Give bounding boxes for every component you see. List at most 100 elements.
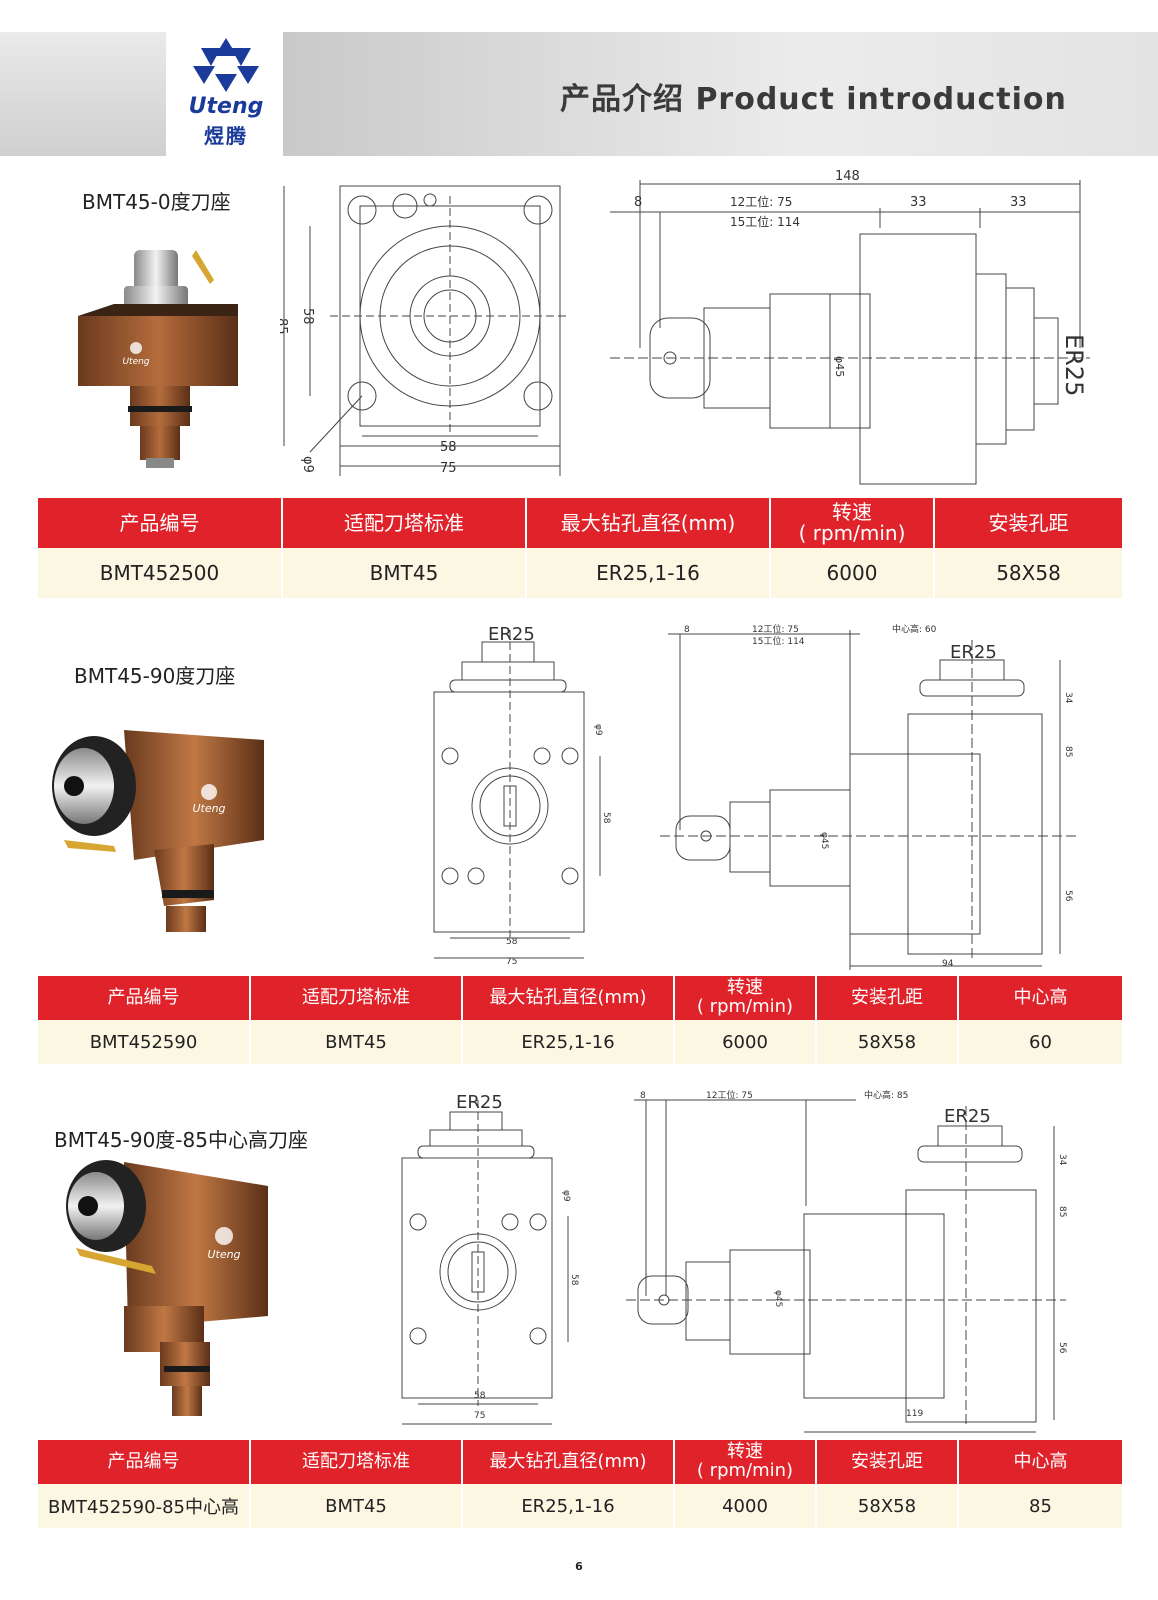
- product-3-side-drawing: 8 12工位: 75 中心高: 85 ER25 34 85 56 φ45 119: [626, 1089, 1067, 1433]
- product-3-front-drawing: ER25 φ9 58 58 75: [401, 1092, 579, 1425]
- p1-front-dim-85: 85: [280, 318, 289, 335]
- p3-header-drill: 最大钻孔直径(mm): [462, 1440, 675, 1484]
- p3-cell-center: 85: [958, 1484, 1122, 1528]
- p1-cell-holes: 58X58: [934, 548, 1122, 598]
- p2-header-drill: 最大钻孔直径(mm): [462, 976, 675, 1020]
- p3-front-dim-75: 75: [474, 1411, 485, 1421]
- p2-cell-code: BMT452590: [38, 1020, 251, 1064]
- product-2-spec-table: 产品编号 适配刀塔标准 最大钻孔直径(mm) 转速 ( rpm/min) 安装孔…: [38, 976, 1122, 1064]
- p3-header-holes: 安装孔距: [816, 1440, 959, 1484]
- p1-side-collet-er25: ER25: [1060, 334, 1088, 396]
- p2-side-collet-er25: ER25: [950, 642, 997, 663]
- p3-side-dim-pos12: 12工位: 75: [706, 1089, 753, 1101]
- product-1-spec-table: 产品编号 适配刀塔标准 最大钻孔直径(mm) 转速 ( rpm/min) 安装孔…: [38, 498, 1122, 598]
- product-2-front-drawing: ER25 φ9 58 58 75: [433, 624, 611, 967]
- product-2-photo: Uteng: [52, 730, 264, 932]
- p1-side-dim-33a: 33: [910, 195, 927, 210]
- p2-side-dim-94: 94: [942, 959, 954, 969]
- p2-header-center: 中心高: [958, 976, 1122, 1020]
- p2-cell-center: 60: [958, 1020, 1122, 1064]
- p3-side-dim-phi45: φ45: [773, 1290, 783, 1307]
- page-title: 产品介绍 Product introduction: [560, 82, 1067, 117]
- p2-header-code: 产品编号: [38, 976, 251, 1020]
- p2-cell-speed: 6000: [674, 1020, 817, 1064]
- p1-front-dim-58v: 58: [300, 308, 315, 325]
- p1-front-dim-75: 75: [440, 461, 457, 476]
- p3-header-speed: 转速 ( rpm/min): [674, 1440, 817, 1484]
- p2-side-dim-85: 85: [1063, 746, 1073, 757]
- p2-header-standard: 适配刀塔标准: [250, 976, 463, 1020]
- p1-side-dim-pos15: 15工位: 114: [730, 214, 800, 229]
- product-3-photo: Uteng: [66, 1160, 268, 1416]
- p1-side-dim-8: 8: [634, 195, 642, 210]
- p1-header-speed: 转速 ( rpm/min): [770, 498, 935, 548]
- p2-cell-drill: ER25,1-16: [462, 1020, 675, 1064]
- logo-text-en: Uteng: [188, 94, 264, 119]
- p3-side-dim-85: 85: [1057, 1206, 1067, 1217]
- product-2-side-drawing: 8 12工位: 75 15工位: 114 中心高: 60 ER25 34 85 …: [660, 623, 1080, 970]
- p1-header-holes: 安装孔距: [934, 498, 1122, 548]
- svg-text:Uteng: Uteng: [207, 1248, 240, 1261]
- product-2-title: BMT45-90度刀座: [74, 664, 236, 688]
- p1-cell-speed: 6000: [770, 548, 935, 598]
- p3-side-dim-56: 56: [1057, 1342, 1067, 1354]
- p2-side-dim-pos12: 12工位: 75: [752, 623, 799, 635]
- p3-side-collet-er25: ER25: [944, 1106, 991, 1127]
- p2-front-dim-58h: 58: [506, 937, 518, 947]
- p3-cell-speed: 4000: [674, 1484, 817, 1528]
- header-right-band: [283, 32, 1158, 156]
- p3-front-dim-58h: 58: [474, 1391, 486, 1401]
- logo-text-cn: 煜腾: [204, 124, 248, 148]
- p1-header-code: 产品编号: [38, 498, 283, 548]
- p1-side-dim-148: 148: [835, 169, 860, 184]
- p3-side-dim-8: 8: [640, 1091, 646, 1101]
- p2-cell-standard: BMT45: [250, 1020, 463, 1064]
- p1-side-dim-phi45: φ45: [833, 356, 846, 377]
- p3-side-dim-119: 119: [906, 1409, 923, 1419]
- product-1-photo: Uteng: [78, 250, 238, 468]
- p2-side-dim-56: 56: [1063, 890, 1073, 902]
- p1-cell-drill: ER25,1-16: [526, 548, 771, 598]
- p1-side-dim-pos12: 12工位: 75: [730, 194, 792, 209]
- p2-front-dim-phi9: φ9: [593, 724, 603, 736]
- p2-header-speed: 转速 ( rpm/min): [674, 976, 817, 1020]
- p2-side-dim-center: 中心高: 60: [892, 623, 937, 635]
- product-3-title: BMT45-90度-85中心高刀座: [54, 1128, 308, 1152]
- header-left-band: [0, 32, 166, 156]
- p3-front-dim-phi9: φ9: [561, 1190, 571, 1202]
- p3-cell-standard: BMT45: [250, 1484, 463, 1528]
- p1-cell-code: BMT452500: [38, 548, 283, 598]
- p2-side-dim-pos15: 15工位: 114: [752, 635, 805, 647]
- p2-side-dim-phi45: φ45: [819, 832, 829, 849]
- p3-cell-drill: ER25,1-16: [462, 1484, 675, 1528]
- p3-cell-code: BMT452590-85中心高: [38, 1484, 251, 1528]
- page-header: [0, 32, 1158, 156]
- svg-text:Uteng: Uteng: [122, 357, 149, 367]
- p3-header-code: 产品编号: [38, 1440, 251, 1484]
- p1-side-dim-33b: 33: [1010, 195, 1027, 210]
- p3-header-center: 中心高: [958, 1440, 1122, 1484]
- p1-front-dim-phi9: φ9: [300, 456, 315, 473]
- page-number: 6: [575, 1560, 583, 1573]
- product-1-front-drawing: 85 58 58 75 φ9: [280, 185, 570, 476]
- product-3-spec-table: 产品编号 适配刀塔标准 最大钻孔直径(mm) 转速 ( rpm/min) 安装孔…: [38, 1440, 1122, 1528]
- p3-side-dim-center: 中心高: 85: [864, 1089, 908, 1101]
- product-1-side-drawing: 148 8 12工位: 75 15工位: 114 33 33 φ45 ER25: [610, 169, 1090, 485]
- p2-front-dim-75: 75: [506, 957, 517, 967]
- p1-header-drill: 最大钻孔直径(mm): [526, 498, 771, 548]
- p2-side-dim-34: 34: [1063, 692, 1073, 704]
- svg-text:Uteng: Uteng: [192, 802, 225, 815]
- p1-header-standard: 适配刀塔标准: [282, 498, 527, 548]
- p1-front-dim-58h: 58: [440, 440, 457, 455]
- p3-header-standard: 适配刀塔标准: [250, 1440, 463, 1484]
- p2-front-dim-58v: 58: [601, 812, 611, 824]
- p2-side-dim-8: 8: [684, 625, 690, 635]
- p3-front-collet-er25: ER25: [456, 1092, 503, 1113]
- p3-cell-holes: 58X58: [816, 1484, 959, 1528]
- uteng-logo-icon: [193, 38, 259, 92]
- p3-side-dim-34: 34: [1057, 1154, 1067, 1166]
- p1-cell-standard: BMT45: [282, 548, 527, 598]
- product-1-title: BMT45-0度刀座: [82, 190, 231, 214]
- p2-header-holes: 安装孔距: [816, 976, 959, 1020]
- p3-front-dim-58v: 58: [569, 1274, 579, 1286]
